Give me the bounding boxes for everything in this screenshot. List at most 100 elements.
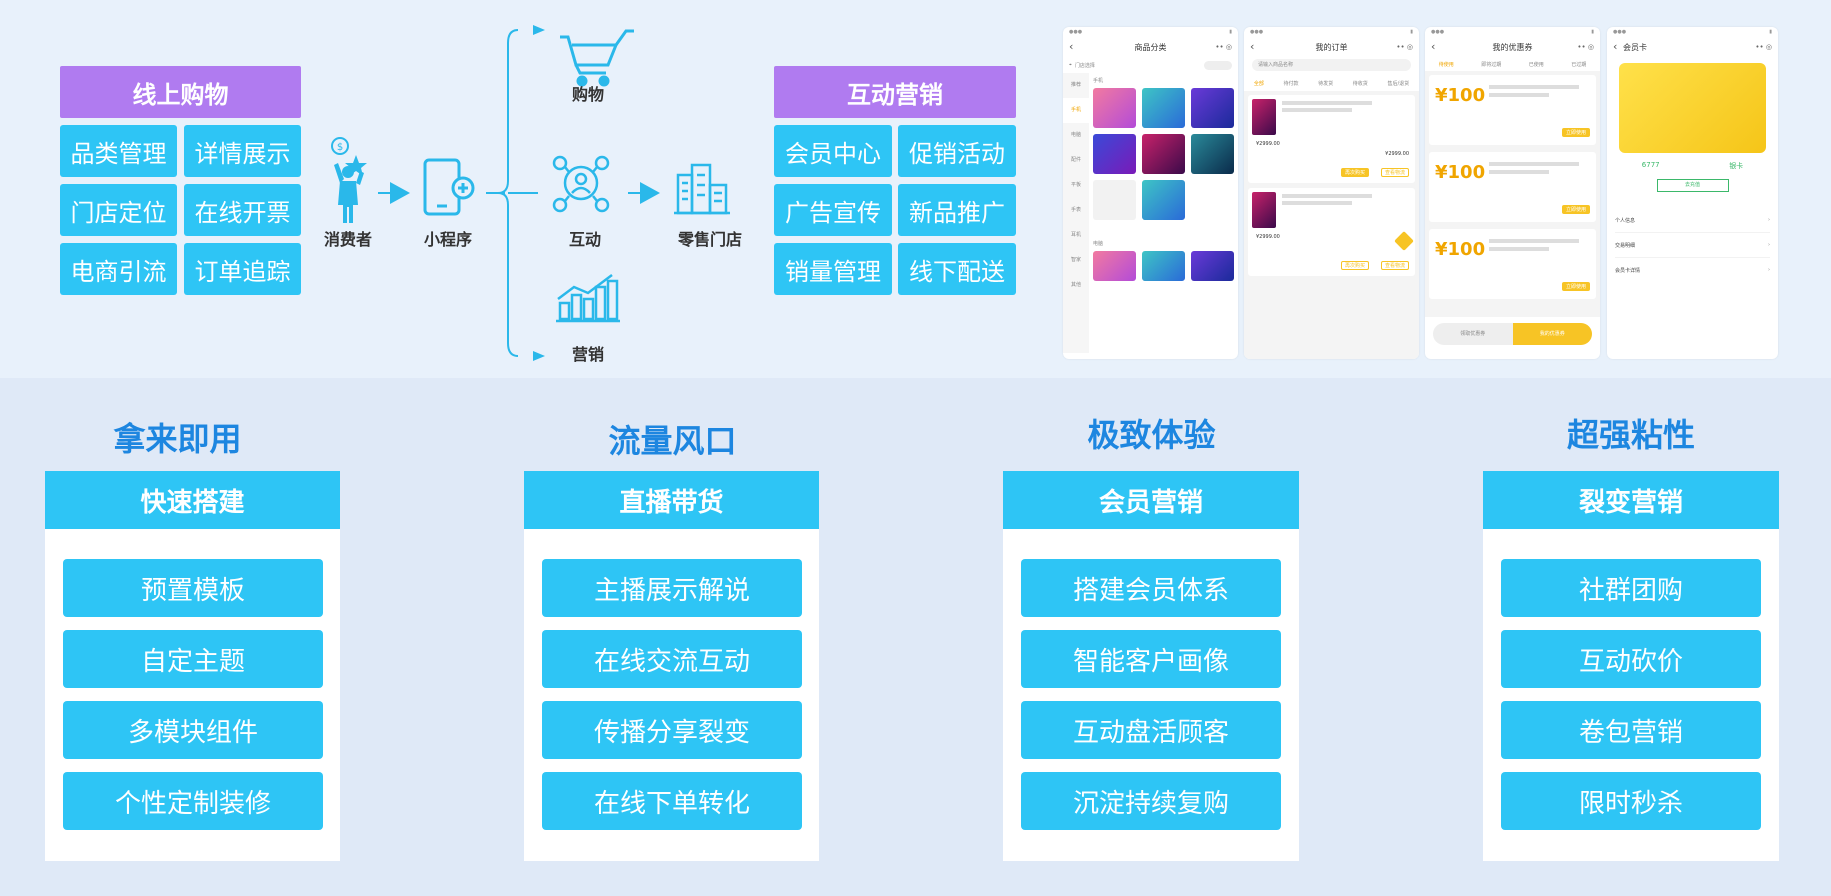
member-card[interactable] bbox=[1619, 63, 1766, 153]
product-item[interactable] bbox=[1191, 88, 1234, 128]
order-card[interactable]: ¥2999.00 再次购买 查看物流 bbox=[1248, 188, 1415, 276]
product-item[interactable] bbox=[1191, 251, 1234, 281]
my-coupons-button[interactable]: 我的优惠券 bbox=[1512, 323, 1592, 345]
screen-title-text: 我的优惠券 bbox=[1492, 42, 1533, 52]
feature-online-invoice: 在线开票 bbox=[184, 184, 301, 236]
get-coupon-button[interactable]: 领取优惠券 bbox=[1433, 323, 1513, 345]
use-coupon-button[interactable]: 立即使用 bbox=[1561, 128, 1590, 137]
more-icon[interactable]: •• ◎ bbox=[1215, 43, 1232, 51]
order-tab[interactable]: 待付款 bbox=[1283, 80, 1299, 87]
side-tab[interactable]: 配件 bbox=[1070, 157, 1081, 163]
screen-title: ‹ 商品分类 •• ◎ bbox=[1063, 37, 1238, 57]
feature-pill: 主播展示解说 bbox=[542, 559, 802, 617]
product-item[interactable] bbox=[1093, 251, 1136, 281]
section-label: 电脑 bbox=[1093, 241, 1104, 247]
more-icon[interactable]: •• ◎ bbox=[1755, 43, 1772, 51]
coupon-tab[interactable]: 已过期 bbox=[1571, 61, 1587, 68]
card-header: 裂变营销 bbox=[1483, 471, 1779, 529]
side-tab[interactable]: 智家 bbox=[1070, 257, 1081, 263]
screen-title: ‹ 会员卡 •• ◎ bbox=[1607, 37, 1778, 57]
feature-pill: 社群团购 bbox=[1501, 559, 1761, 617]
coupon-card[interactable]: ¥100 立即使用 bbox=[1429, 229, 1596, 299]
screen-title: ‹ 我的订单 •• ◎ bbox=[1244, 37, 1419, 57]
member-menu: 个人信息› 交易明细› 会员卡详情› bbox=[1607, 208, 1778, 282]
mini-program-label: 小程序 bbox=[423, 230, 472, 249]
coupon-list: ¥100 立即使用 ¥100 立即使用 ¥100 立即使用 bbox=[1425, 71, 1600, 317]
coupon-card[interactable]: ¥100 立即使用 bbox=[1429, 152, 1596, 222]
buy-again-button[interactable]: 再次购买 bbox=[1340, 168, 1369, 177]
back-icon[interactable]: ‹ bbox=[1613, 40, 1618, 53]
feature-pill: 在线交流互动 bbox=[542, 630, 802, 688]
marketing-chart-icon bbox=[556, 274, 620, 323]
product-item[interactable] bbox=[1191, 134, 1234, 174]
order-list: ¥2999.00 ¥2999.00 再次购买 查看物流 ¥2999.00 再次购… bbox=[1244, 91, 1419, 359]
feature-pill: 传播分享裂变 bbox=[542, 701, 802, 759]
feature-pill: 沉淀持续复购 bbox=[1021, 772, 1281, 830]
order-tab[interactable]: 全部 bbox=[1253, 80, 1264, 87]
column-title: 极致体验 bbox=[1087, 416, 1216, 454]
product-item[interactable] bbox=[1093, 88, 1136, 128]
status-bar: ●●●▮ bbox=[1250, 29, 1413, 35]
status-bar: ●●●▮ bbox=[1069, 29, 1232, 35]
arrow-icon bbox=[640, 182, 660, 204]
feature-pill: 智能客户画像 bbox=[1021, 630, 1281, 688]
back-icon[interactable]: ‹ bbox=[1431, 40, 1436, 53]
use-coupon-button[interactable]: 立即使用 bbox=[1561, 282, 1590, 291]
order-total: ¥2999.00 bbox=[1385, 151, 1409, 157]
side-tab[interactable]: 平板 bbox=[1070, 182, 1081, 188]
product-item[interactable] bbox=[1142, 88, 1185, 128]
order-tab[interactable]: 待收货 bbox=[1352, 80, 1368, 87]
location-row[interactable]: ⌖ 门店选择 bbox=[1063, 57, 1238, 73]
order-tab[interactable]: 待发货 bbox=[1318, 80, 1334, 87]
side-tab[interactable]: 耳机 bbox=[1070, 232, 1081, 238]
order-card[interactable]: ¥2999.00 ¥2999.00 再次购买 查看物流 bbox=[1248, 95, 1415, 183]
order-tab[interactable]: 售后/退货 bbox=[1387, 80, 1410, 87]
side-tab[interactable]: 电脑 bbox=[1070, 132, 1081, 138]
feature-sales-management: 销量管理 bbox=[774, 243, 892, 295]
product-item[interactable] bbox=[1142, 251, 1185, 281]
side-tab[interactable]: 手表 bbox=[1070, 207, 1081, 213]
feature-pill: 自定主题 bbox=[63, 630, 323, 688]
more-icon[interactable]: •• ◎ bbox=[1396, 43, 1413, 51]
recharge-button[interactable]: 去充值 bbox=[1656, 179, 1729, 192]
product-item[interactable] bbox=[1142, 134, 1185, 174]
screen-title-text: 会员卡 bbox=[1623, 42, 1647, 52]
view-logistics-button[interactable]: 查看物流 bbox=[1380, 168, 1409, 177]
feature-pill: 互动盘活顾客 bbox=[1021, 701, 1281, 759]
back-icon[interactable]: ‹ bbox=[1069, 40, 1074, 53]
product-item[interactable] bbox=[1093, 134, 1136, 174]
member-menu-item[interactable]: 交易明细› bbox=[1615, 233, 1770, 258]
feature-new-product-promo: 新品推广 bbox=[898, 184, 1016, 236]
phone-coupons-screen: ●●●▮ ‹ 我的优惠券 •• ◎ 待使用 即将过期 已使用 已过期 ¥100 … bbox=[1425, 27, 1600, 359]
branch-bracket-icon bbox=[486, 29, 538, 357]
marketing-label: 营销 bbox=[571, 345, 604, 364]
back-icon[interactable]: ‹ bbox=[1250, 40, 1255, 53]
retail-store-label: 零售门店 bbox=[677, 230, 742, 249]
location-pin-icon: ⌖ bbox=[1069, 62, 1072, 68]
status-bar: ●●●▮ bbox=[1431, 29, 1594, 35]
coupon-tab[interactable]: 即将过期 bbox=[1481, 61, 1502, 68]
chevron-right-icon: › bbox=[1768, 242, 1770, 248]
coupon-card[interactable]: ¥100 立即使用 bbox=[1429, 75, 1596, 145]
order-price: ¥2999.00 bbox=[1256, 234, 1280, 240]
order-search-input[interactable]: 请输入商品名称 bbox=[1252, 59, 1411, 71]
member-menu-item[interactable]: 会员卡详情› bbox=[1615, 267, 1770, 274]
use-coupon-button[interactable]: 立即使用 bbox=[1561, 205, 1590, 214]
float-badge-icon[interactable] bbox=[1394, 231, 1414, 251]
side-tab-active[interactable]: 手机 bbox=[1063, 98, 1089, 123]
member-menu-item[interactable]: 个人信息› bbox=[1615, 208, 1770, 233]
side-tab[interactable]: 推荐 bbox=[1070, 82, 1081, 88]
coupon-tab[interactable]: 待使用 bbox=[1438, 61, 1454, 68]
card-header: 快速搭建 bbox=[45, 471, 340, 529]
product-item[interactable] bbox=[1093, 180, 1136, 220]
coupon-tab[interactable]: 已使用 bbox=[1528, 61, 1544, 68]
feature-pill: 在线下单转化 bbox=[542, 772, 802, 830]
feature-category-management: 品类管理 bbox=[60, 125, 177, 177]
buy-again-button[interactable]: 再次购买 bbox=[1340, 261, 1369, 270]
side-tab[interactable]: 其他 bbox=[1070, 282, 1081, 288]
feature-pill: 多模块组件 bbox=[63, 701, 323, 759]
view-logistics-button[interactable]: 查看物流 bbox=[1380, 261, 1409, 270]
more-icon[interactable]: •• ◎ bbox=[1577, 43, 1594, 51]
product-item[interactable] bbox=[1142, 180, 1185, 220]
search-pill[interactable] bbox=[1204, 60, 1232, 70]
